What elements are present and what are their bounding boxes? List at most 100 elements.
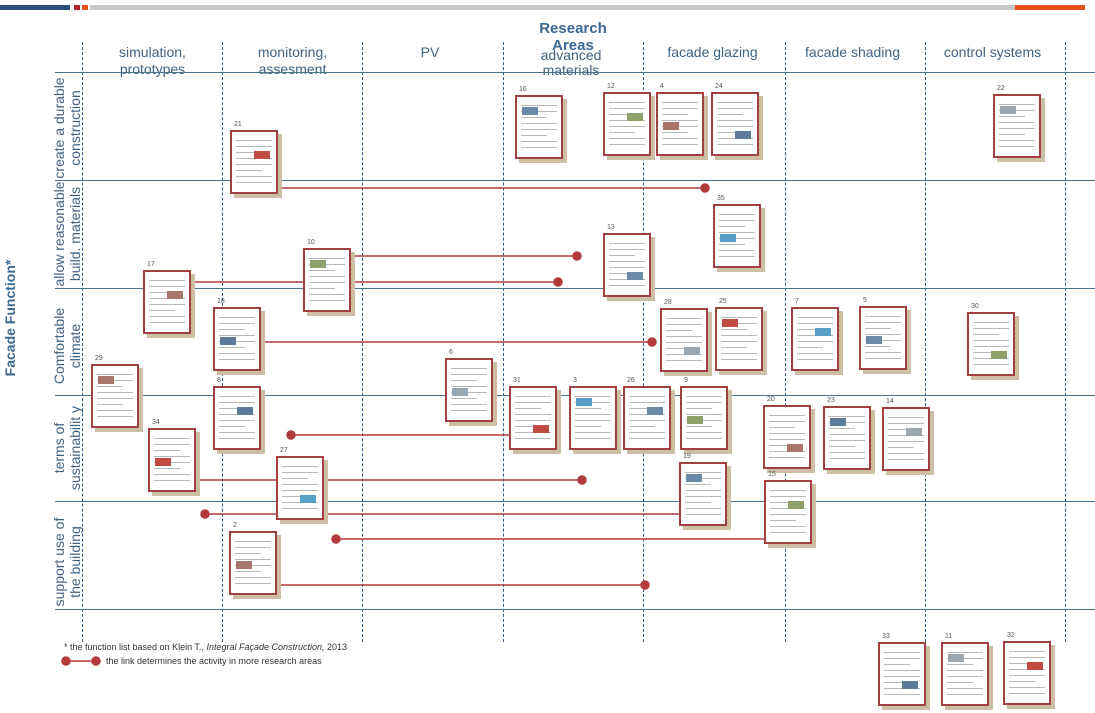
text-line — [575, 420, 611, 421]
text-line — [219, 329, 245, 330]
text-line — [829, 440, 865, 441]
document-thumbnail[interactable]: 10 — [303, 239, 351, 312]
text-line — [947, 664, 973, 665]
document-thumbnail[interactable]: 34 — [148, 419, 196, 492]
text-line — [235, 583, 271, 584]
document-thumbnail[interactable]: 31 — [509, 377, 557, 450]
text-line — [888, 417, 924, 418]
document-thumbnail[interactable]: 29 — [91, 355, 139, 428]
document-number: 6 — [449, 349, 453, 356]
text-line — [721, 329, 747, 330]
text-line — [865, 328, 891, 329]
document-thumbnail[interactable]: 25 — [715, 298, 763, 371]
document-thumbnail[interactable]: 16 — [515, 86, 563, 159]
document-thumbnail[interactable]: 19 — [679, 453, 727, 526]
document-thumbnail[interactable]: 5 — [859, 297, 907, 370]
document-thumbnail[interactable]: 14 — [882, 398, 930, 471]
text-line — [609, 243, 645, 244]
text-line — [219, 323, 255, 324]
document-number: 9 — [684, 377, 688, 384]
document-number: 5 — [863, 297, 867, 304]
text-line — [685, 484, 711, 485]
text-line — [829, 416, 865, 417]
figure-block — [663, 122, 679, 130]
text-line — [309, 264, 345, 265]
text-line — [662, 132, 688, 133]
text-line — [666, 336, 702, 337]
text-line — [609, 138, 645, 139]
document-thumbnail[interactable]: 20 — [763, 396, 811, 469]
document-number: 33 — [882, 633, 890, 640]
figure-block — [98, 376, 114, 384]
document-thumbnail[interactable]: 12 — [603, 83, 651, 156]
text-line — [609, 144, 645, 145]
text-line — [1009, 693, 1045, 694]
text-line — [97, 416, 133, 417]
text-line — [282, 484, 318, 485]
document-thumbnail[interactable]: 11 — [941, 633, 989, 706]
column-advanced-materials: advanced materials — [540, 47, 602, 78]
document-thumbnail[interactable]: 2 — [229, 522, 277, 595]
document-thumbnail[interactable]: 17 — [143, 261, 191, 334]
document-thumbnail[interactable]: 35 — [713, 195, 761, 268]
text-line — [309, 294, 345, 295]
document-thumbnail[interactable]: 9 — [680, 377, 728, 450]
document-thumbnail[interactable]: 7 — [791, 298, 839, 371]
document-thumbnail[interactable]: 24 — [711, 83, 759, 156]
text-line — [770, 502, 796, 503]
document-thumbnail[interactable]: 6 — [445, 349, 493, 422]
document-thumbnail[interactable]: 3 — [569, 377, 617, 450]
figure-block — [830, 418, 846, 426]
text-line — [1009, 681, 1035, 682]
figure-block — [155, 458, 171, 466]
text-line — [235, 547, 271, 548]
text-line — [686, 438, 722, 439]
text-line — [865, 322, 901, 323]
document-thumbnail[interactable]: 33 — [878, 633, 926, 706]
figure-block — [735, 131, 751, 139]
document-thumbnail[interactable]: 23 — [823, 397, 871, 470]
document-thumbnail[interactable]: 30 — [967, 303, 1015, 376]
document-thumbnail[interactable]: 26 — [623, 377, 671, 450]
document-thumbnail[interactable]: 28 — [660, 299, 708, 372]
document-thumbnail[interactable]: 13 — [603, 224, 651, 297]
text-line — [770, 532, 806, 533]
text-line — [609, 261, 645, 262]
figure-block — [991, 351, 1007, 359]
text-line — [515, 396, 551, 397]
document-thumbnail[interactable]: 15 — [764, 471, 812, 544]
document-number: 24 — [715, 83, 723, 90]
text-line — [666, 318, 702, 319]
document-thumbnail[interactable]: 22 — [993, 85, 1041, 158]
text-line — [719, 250, 755, 251]
document-number: 19 — [683, 453, 691, 460]
document-thumbnail[interactable]: 27 — [276, 447, 324, 520]
text-line — [235, 559, 271, 560]
document-thumbnail[interactable]: 4 — [656, 83, 704, 156]
document-thumbnail[interactable]: 8 — [213, 377, 261, 450]
text-line — [686, 426, 712, 427]
top-bar-red — [74, 5, 80, 10]
text-line — [282, 472, 318, 473]
text-line — [235, 577, 271, 578]
text-line — [451, 368, 487, 369]
figure-block — [533, 425, 549, 433]
document-thumbnail[interactable]: 18 — [213, 298, 261, 371]
text-line — [629, 420, 665, 421]
document-thumbnail[interactable]: 21 — [230, 121, 278, 194]
document-thumbnail[interactable]: 32 — [1003, 632, 1051, 705]
text-line — [282, 508, 318, 509]
text-line — [884, 682, 910, 683]
text-line — [717, 120, 753, 121]
top-bar-grey — [90, 5, 1015, 10]
figure-block — [254, 151, 270, 159]
figure-block — [237, 407, 253, 415]
legend-text: the link determines the activity in more… — [106, 656, 322, 666]
row-divider — [55, 180, 1095, 181]
text-line — [521, 135, 547, 136]
text-line — [686, 432, 722, 433]
text-line — [149, 322, 185, 323]
document-number: 21 — [234, 121, 242, 128]
text-line — [686, 402, 722, 403]
figure-block — [1027, 662, 1043, 670]
